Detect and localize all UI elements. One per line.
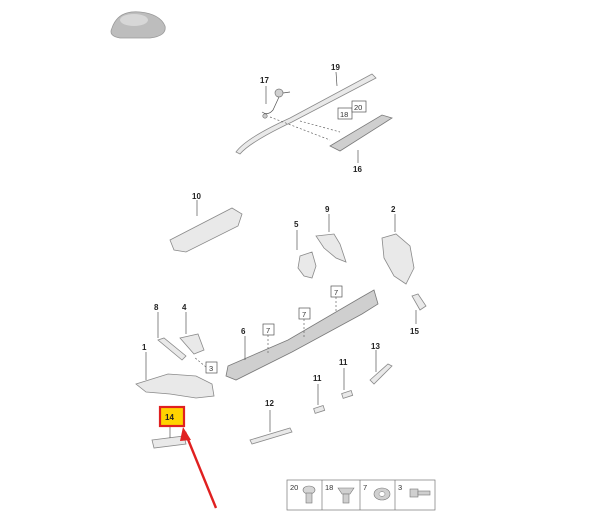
car-silhouette-icon[interactable] (110, 11, 166, 39)
svg-text:20: 20 (354, 103, 362, 112)
part-11-clip-a[interactable] (341, 390, 354, 399)
red-arrow-icon (180, 427, 218, 509)
legend-num-7: 7 (363, 483, 367, 492)
callout-13[interactable]: 13 (371, 342, 380, 351)
callout-8[interactable]: 8 (154, 303, 159, 312)
callout-box-20[interactable]: 20 (351, 100, 367, 113)
part-2-side-bracket[interactable] (381, 233, 415, 285)
svg-text:7: 7 (302, 310, 306, 319)
part-17-wiring[interactable] (261, 88, 291, 119)
callout-4[interactable]: 4 (182, 303, 187, 312)
part-19-trim-strip[interactable] (235, 73, 377, 155)
callout-box-7c[interactable]: 7 (330, 285, 343, 298)
callout-box-7a[interactable]: 7 (262, 323, 275, 336)
legend-num-18: 18 (325, 483, 333, 492)
svg-text:7: 7 (266, 326, 270, 335)
legend-num-20: 20 (290, 483, 298, 492)
part-15-clip[interactable] (411, 293, 427, 311)
callout-box-3[interactable]: 3 (205, 361, 218, 374)
callout-10[interactable]: 10 (192, 192, 201, 201)
part-1-corner-cover[interactable] (135, 373, 215, 399)
fastener-legend: 20 18 7 3 (286, 479, 436, 511)
callout-15[interactable]: 15 (410, 327, 419, 336)
bolt-icon[interactable] (409, 488, 431, 498)
callout-19[interactable]: 19 (331, 63, 340, 72)
callout-14: 14 (165, 413, 174, 422)
svg-text:3: 3 (209, 364, 213, 373)
legend-num-3: 3 (398, 483, 402, 492)
callout-1[interactable]: 1 (142, 343, 147, 352)
callout-14-highlight[interactable]: 14 (158, 405, 186, 428)
svg-text:18: 18 (340, 110, 348, 119)
part-6-bumper-beam[interactable] (225, 289, 379, 381)
clip-icon[interactable] (337, 487, 355, 504)
callout-17[interactable]: 17 (260, 76, 269, 85)
part-10-bracket[interactable] (169, 207, 243, 253)
callout-12[interactable]: 12 (265, 399, 274, 408)
callout-2[interactable]: 2 (391, 205, 396, 214)
part-12-strip[interactable] (249, 427, 293, 445)
part-14-reflector[interactable] (151, 435, 187, 449)
part-13-strip[interactable] (369, 363, 393, 385)
callout-11a[interactable]: 11 (339, 358, 348, 367)
part-11-clip-b[interactable] (313, 405, 326, 414)
callout-5[interactable]: 5 (294, 220, 299, 229)
part-4-bracket[interactable] (179, 333, 205, 355)
part-9-bracket[interactable] (315, 233, 347, 263)
part-16-grille[interactable] (329, 114, 393, 152)
part-5-bracket[interactable] (297, 251, 317, 279)
callout-9[interactable]: 9 (325, 205, 330, 214)
callout-box-7b[interactable]: 7 (298, 307, 311, 320)
part-8-strip[interactable] (157, 337, 187, 361)
callout-16[interactable]: 16 (353, 165, 362, 174)
callout-11b[interactable]: 11 (313, 374, 322, 383)
callout-6[interactable]: 6 (241, 327, 246, 336)
svg-text:7: 7 (334, 288, 338, 297)
screw-icon[interactable] (302, 485, 316, 504)
callout-box-18[interactable]: 18 (337, 107, 353, 120)
nut-icon[interactable] (373, 487, 391, 501)
